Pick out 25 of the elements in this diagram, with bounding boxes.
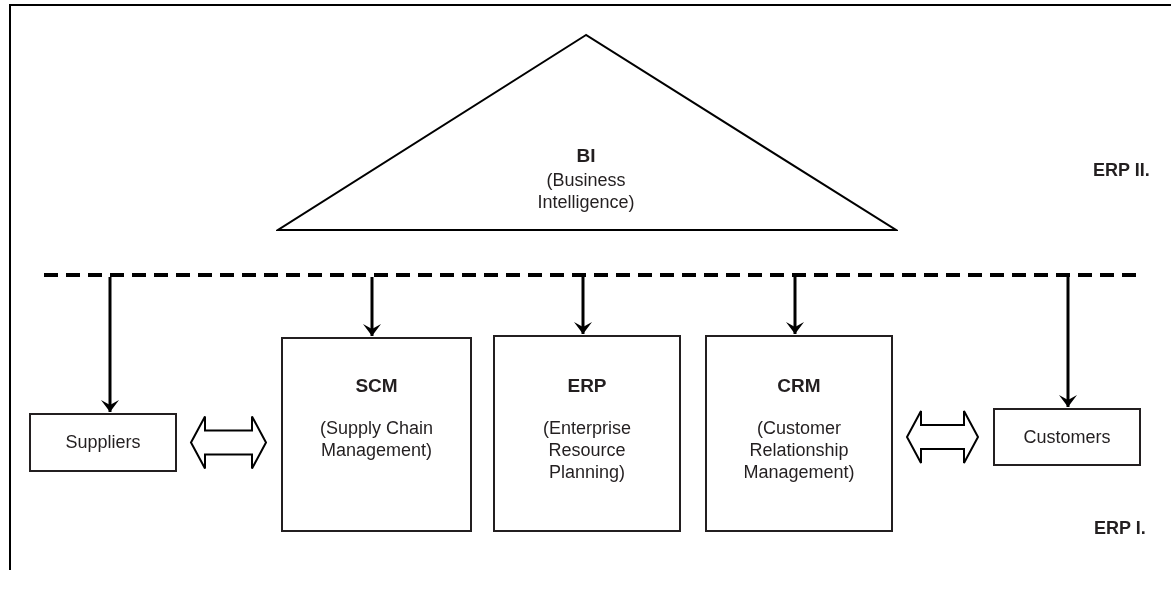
process-box bbox=[29, 413, 177, 472]
box-label: Suppliers bbox=[64, 431, 142, 453]
process-box bbox=[493, 335, 681, 532]
arrow bbox=[363, 277, 381, 336]
description-text: (Customer Relationship Management) bbox=[742, 417, 856, 483]
heading-text: CRM bbox=[776, 375, 822, 397]
heading-text: SCM bbox=[354, 375, 399, 397]
box-label: Customers bbox=[1022, 426, 1112, 448]
arrow bbox=[574, 277, 592, 334]
process-box bbox=[705, 335, 893, 532]
description-text: (Supply Chain Management) bbox=[318, 417, 435, 461]
double-arrow bbox=[189, 415, 268, 470]
level-label: ERP II. bbox=[1093, 160, 1150, 181]
process-box bbox=[993, 408, 1141, 466]
description-text: (Business Intelligence) bbox=[536, 169, 636, 213]
arrow bbox=[1059, 277, 1077, 407]
heading-text: BI bbox=[575, 145, 597, 167]
description-text: (Enterprise Resource Planning) bbox=[542, 417, 632, 483]
triangle-shape bbox=[276, 33, 898, 232]
arrow bbox=[101, 277, 119, 412]
double-arrow bbox=[905, 410, 980, 464]
process-box bbox=[281, 337, 472, 532]
arrow bbox=[786, 277, 804, 334]
heading-text: ERP bbox=[566, 375, 608, 397]
level-label: ERP I. bbox=[1094, 518, 1146, 539]
